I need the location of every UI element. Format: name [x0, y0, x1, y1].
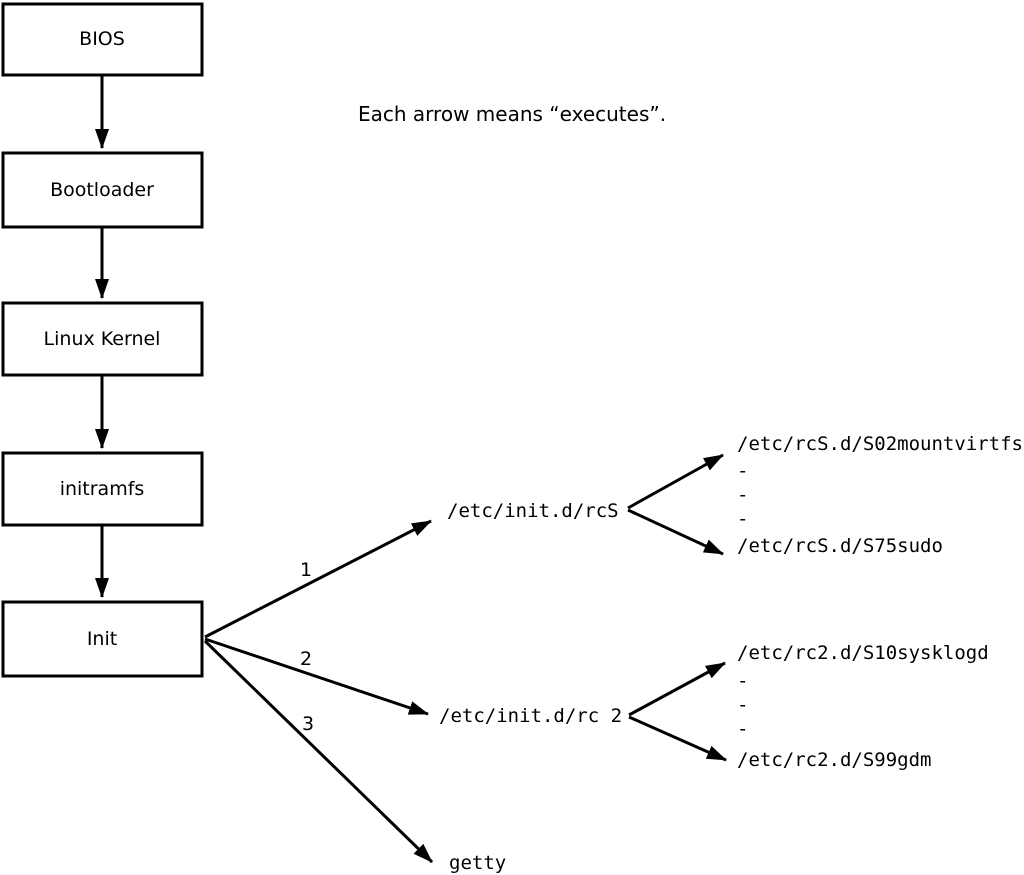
- rcs-ellipsis-dash: -: [737, 460, 748, 482]
- rcs-ellipsis-dash: -: [737, 508, 748, 530]
- branch-order-2: 2: [300, 648, 312, 670]
- branch-order-3: 3: [302, 713, 314, 735]
- box-linux-kernel: [1, 301, 204, 377]
- box-bios-label: BIOS: [79, 28, 125, 50]
- arrow-rc2-to-last: [628, 715, 727, 762]
- rcs-script-first: /etc/rcS.d/S02mountvirtfs: [737, 433, 1023, 455]
- rc2-ellipsis-dash: -: [737, 718, 748, 740]
- branch-target-getty: getty: [449, 852, 506, 874]
- box-bootloader-label: Bootloader: [50, 179, 154, 201]
- branch-target-rcs: /etc/init.d/rcS: [447, 500, 619, 522]
- box-linux-kernel-label: Linux Kernel: [44, 328, 161, 350]
- rc2-ellipsis-dash: -: [737, 694, 748, 716]
- arrow-rcs-to-first: [627, 453, 724, 510]
- box-initramfs-label: initramfs: [60, 478, 145, 500]
- arrow-init-to-rc2: [204, 637, 429, 716]
- box-bootloader: [1, 151, 204, 229]
- arrow-init-to-getty: [203, 639, 434, 864]
- rcs-script-last: /etc/rcS.d/S75sudo: [737, 535, 943, 557]
- arrow-init-to-rcs: [204, 519, 432, 639]
- box-init: [1, 600, 204, 678]
- branch-target-rc2: /etc/init.d/rc 2: [439, 705, 622, 727]
- arrow-rcs-to-last: [627, 508, 724, 556]
- box-initramfs: [1, 451, 204, 527]
- rc2-ellipsis-dash: -: [737, 670, 748, 692]
- rc2-script-last: /etc/rc2.d/S99gdm: [737, 749, 931, 771]
- note-executes: Each arrow means “executes”.: [358, 102, 666, 126]
- box-bios: [1, 2, 204, 77]
- rc2-script-first: /etc/rc2.d/S10sysklogd: [737, 642, 989, 664]
- arrow-rc2-to-first: [628, 661, 726, 717]
- branch-order-1: 1: [300, 559, 312, 581]
- box-init-label: Init: [87, 628, 117, 650]
- rcs-ellipsis-dash: -: [737, 484, 748, 506]
